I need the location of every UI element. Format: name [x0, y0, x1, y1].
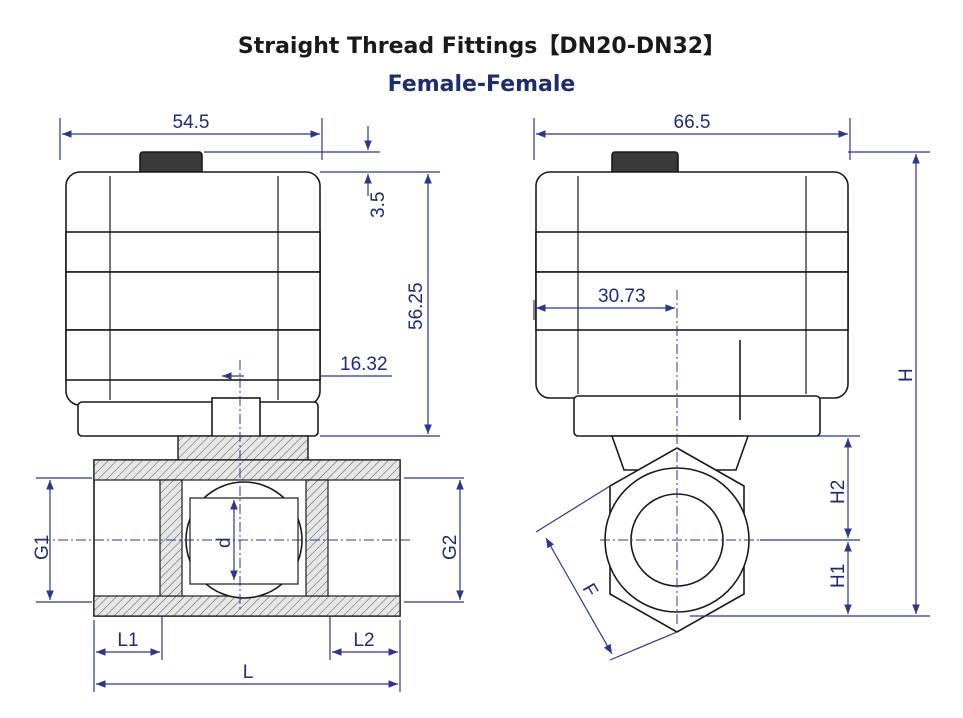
front-seat-left	[159, 479, 183, 597]
dim-54-5: 54.5	[173, 112, 210, 133]
dim-56-25: 56.25	[406, 282, 427, 330]
front-view	[40, 151, 412, 617]
front-housing-band-top	[65, 231, 321, 273]
side-bottom-plate	[573, 395, 821, 437]
dim-d: d	[214, 537, 235, 548]
front-stem-neck	[211, 397, 261, 439]
front-body-wall-bottom	[93, 595, 401, 617]
side-housing-band-mid	[535, 271, 849, 331]
dim-h: H	[896, 368, 917, 382]
page-title: Straight Thread Fittings【DN20-DN32】	[237, 34, 726, 59]
side-housing-band-top	[535, 231, 849, 273]
page-subtitle: Female-Female	[387, 72, 576, 97]
side-view	[535, 151, 849, 633]
dim-30-73: 30.73	[598, 286, 646, 307]
front-seat-right	[305, 479, 329, 597]
front-body-wall-top	[93, 459, 401, 481]
dim-g1: G1	[32, 535, 53, 560]
front-dimensions: 54.5 3.5 56.25 16.32 G1 G2 d L1 L2 L	[32, 112, 464, 692]
dim-66-5: 66.5	[674, 112, 711, 133]
dim-f: F	[578, 580, 602, 601]
dim-l2: L2	[353, 630, 374, 651]
front-bottom-plate	[77, 401, 319, 437]
front-housing-band-low	[65, 329, 321, 381]
dim-g2: G2	[440, 535, 461, 560]
side-dimensions: 66.5 30.73 H H2 H1 F	[533, 112, 930, 661]
dim-h2: H2	[828, 480, 849, 504]
dim-h1: H1	[828, 564, 849, 588]
dim-3-5: 3.5	[368, 192, 389, 218]
dim-l1: L1	[117, 630, 138, 651]
front-knob	[139, 151, 203, 175]
front-ball-bore	[189, 497, 299, 585]
dim-16-32: 16.32	[340, 354, 388, 375]
dim-l: L	[243, 662, 254, 683]
front-housing-band-mid	[65, 271, 321, 331]
